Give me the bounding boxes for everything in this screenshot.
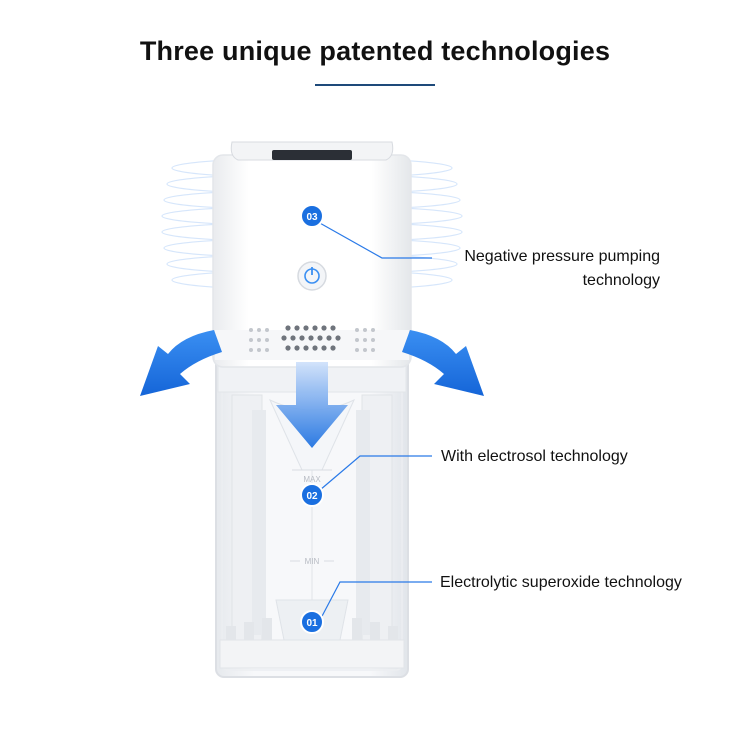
svg-text:02: 02: [306, 491, 318, 502]
right-outflow-arrow-icon: [402, 330, 484, 396]
page-title: Three unique patented technologies: [139, 36, 611, 66]
connector-line-03: [317, 221, 432, 259]
downflow-arrow-icon: [276, 362, 348, 448]
connector-line-01: [319, 581, 432, 621]
vent-grille: [249, 325, 375, 352]
purifier-head: [212, 141, 412, 368]
badge-03: 03: [300, 204, 324, 228]
power-button: [297, 261, 327, 291]
left-outflow-arrow-icon: [140, 330, 222, 396]
connector-line-02: [319, 455, 432, 491]
badge-02: 02: [300, 483, 324, 507]
callout-label-01: Electrolytic superoxide technology: [440, 574, 682, 591]
badge-01: 01: [300, 610, 324, 634]
callout-label-03-line2: technology: [582, 272, 660, 289]
max-scale-label: MAX: [303, 475, 321, 484]
callout-label-03: Negative pressure pumping technology: [440, 245, 660, 293]
water-tank: [215, 354, 409, 678]
callout-label-02: With electrosol technology: [441, 448, 628, 465]
min-scale-label: MIN: [305, 557, 320, 566]
callout-label-03-line1: Negative pressure pumping: [464, 248, 660, 265]
svg-text:01: 01: [306, 618, 318, 629]
svg-text:03: 03: [306, 212, 318, 223]
title-underline: [315, 84, 435, 86]
